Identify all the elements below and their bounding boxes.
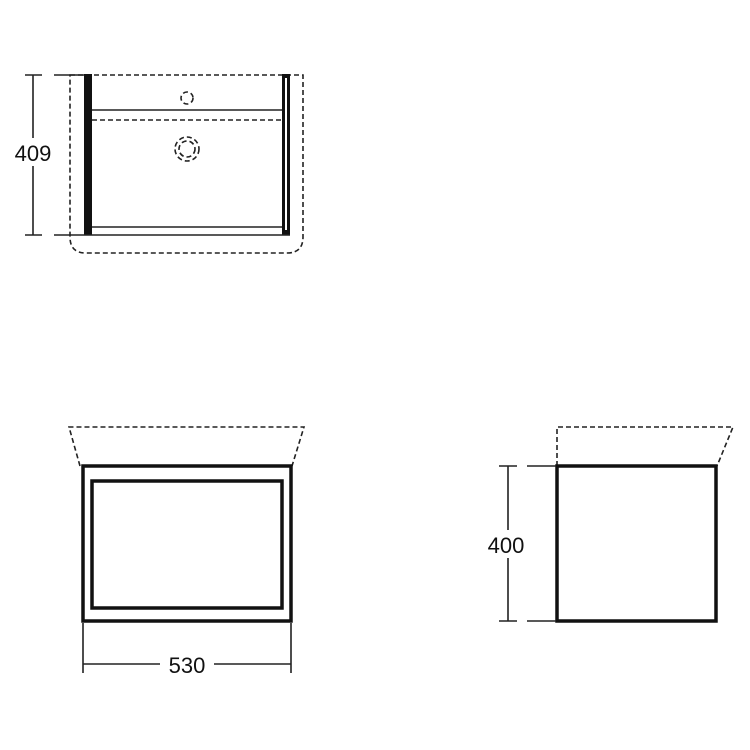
- basin-outline-dashed: [69, 74, 304, 254]
- basin-front-dashed: [67, 426, 306, 467]
- waste-outlet-icon: [174, 136, 200, 162]
- cabinet-outer: [81, 464, 293, 623]
- width-label: 530: [169, 653, 206, 678]
- left-side-panel: [84, 74, 92, 235]
- side-view: 400: [484, 426, 735, 623]
- drawer-front: [90, 479, 284, 610]
- height-label: 400: [488, 533, 525, 558]
- tap-hole-icon: [180, 91, 194, 105]
- basin-side-dashed: [556, 426, 735, 467]
- waste-outlet-inner: [178, 140, 196, 158]
- right-panel-inner: [285, 78, 287, 230]
- cabinet-side: [555, 464, 718, 623]
- front-view: 530: [67, 426, 306, 678]
- depth-label: 409: [15, 141, 52, 166]
- plan-view: 409: [10, 74, 304, 254]
